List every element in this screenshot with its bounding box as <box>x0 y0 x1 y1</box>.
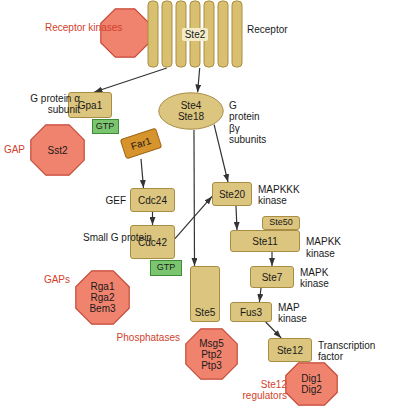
side-label: GEF <box>105 195 126 207</box>
kinase-box: Ste7MAPK kinase <box>250 266 294 288</box>
far1-box: Far1 <box>120 127 163 159</box>
gap-octagon: Sst2GAP <box>30 124 85 176</box>
arrow-connector <box>271 252 272 266</box>
arrow-connector <box>214 125 228 182</box>
receptor: Ste2Receptor <box>148 0 242 68</box>
phosphatase-octagon: Msg5 Ptp2 Ptp3Phosphatases <box>185 328 238 380</box>
arrow-connector <box>193 130 195 266</box>
arrow-connector <box>236 206 237 230</box>
protein-name: GTP <box>157 263 176 273</box>
protein-box: Ste50 <box>262 216 300 230</box>
side-label: Phosphatases <box>117 332 180 344</box>
arrow-connector <box>259 288 261 302</box>
g-protein-oval: Ste4 Ste18G protein βγ subunits <box>158 92 224 130</box>
protein-box: Cdc24GEF <box>130 188 175 212</box>
side-label: G protein βγ subunits <box>229 100 266 146</box>
side-label: MAPKK kinase <box>306 236 341 259</box>
protein-name: Sst2 <box>47 145 67 156</box>
arrow-connector <box>198 68 200 92</box>
protein-name: Ste4 Ste18 <box>171 100 211 122</box>
protein-name: Ste20 <box>219 189 245 200</box>
side-label: Small G protein <box>83 232 152 244</box>
side-label: MAP kinase <box>278 302 307 325</box>
side-label: MAPKKK kinase <box>258 184 300 207</box>
protein-name: Ste5 <box>195 307 216 318</box>
kinase-octagon: Receptor kinases <box>100 8 150 58</box>
gtp-tag: GTP <box>150 260 182 276</box>
arrow-connector <box>152 212 153 225</box>
gtp-tag: GTP <box>92 119 119 134</box>
protein-name: Msg5 Ptp2 Ptp3 <box>194 338 230 371</box>
kinase-box: Fus3MAP kinase <box>230 302 272 322</box>
protein-name: Far1 <box>130 135 153 152</box>
kinase-box: Ste11MAPKK kinase <box>230 230 300 252</box>
protein-name: Ste11 <box>252 236 277 247</box>
side-label: GAPs <box>44 274 70 286</box>
side-label: Transcription factor <box>318 340 375 363</box>
side-label: G protein α subunit <box>22 93 80 116</box>
protein-name: Rga1 Rga2 Bem3 <box>83 281 123 314</box>
regulator-octagon: Dig1 Dig2Ste12 regulators <box>285 362 338 406</box>
node-outline <box>100 8 150 58</box>
kinase-box: Ste20MAPKKK kinase <box>212 182 252 206</box>
side-label: MAPK kinase <box>300 267 329 290</box>
side-label: Receptor <box>247 24 288 36</box>
side-label: GAP <box>4 144 25 156</box>
arrow-connector <box>266 322 282 338</box>
arrow-connector <box>141 159 144 188</box>
side-label: Ste12 regulators <box>227 379 287 402</box>
protein-name: Ste2 <box>182 28 209 41</box>
scaffold-box: Ste5 <box>190 266 220 322</box>
protein-name: Gpa1 <box>78 100 102 111</box>
protein-name: Ste50 <box>269 218 293 228</box>
protein-box: Gpa1G protein α subunit <box>68 92 112 118</box>
protein-box: Cdc42Small G protein <box>130 225 175 259</box>
protein-name: Dig1 Dig2 <box>294 373 330 395</box>
side-label: Receptor kinases <box>45 22 122 34</box>
protein-name: Cdc24 <box>138 195 167 206</box>
arrow-connector <box>94 68 166 92</box>
protein-name: GTP <box>96 122 115 132</box>
transcription-box: Ste12Transcription factor <box>268 338 312 362</box>
gap-octagon: Rga1 Rga2 Bem3GAPs <box>75 270 130 325</box>
protein-name: Ste12 <box>277 345 303 356</box>
protein-name: Ste7 <box>262 272 283 283</box>
arrow-connector <box>175 196 212 238</box>
protein-name: Fus3 <box>240 307 262 318</box>
